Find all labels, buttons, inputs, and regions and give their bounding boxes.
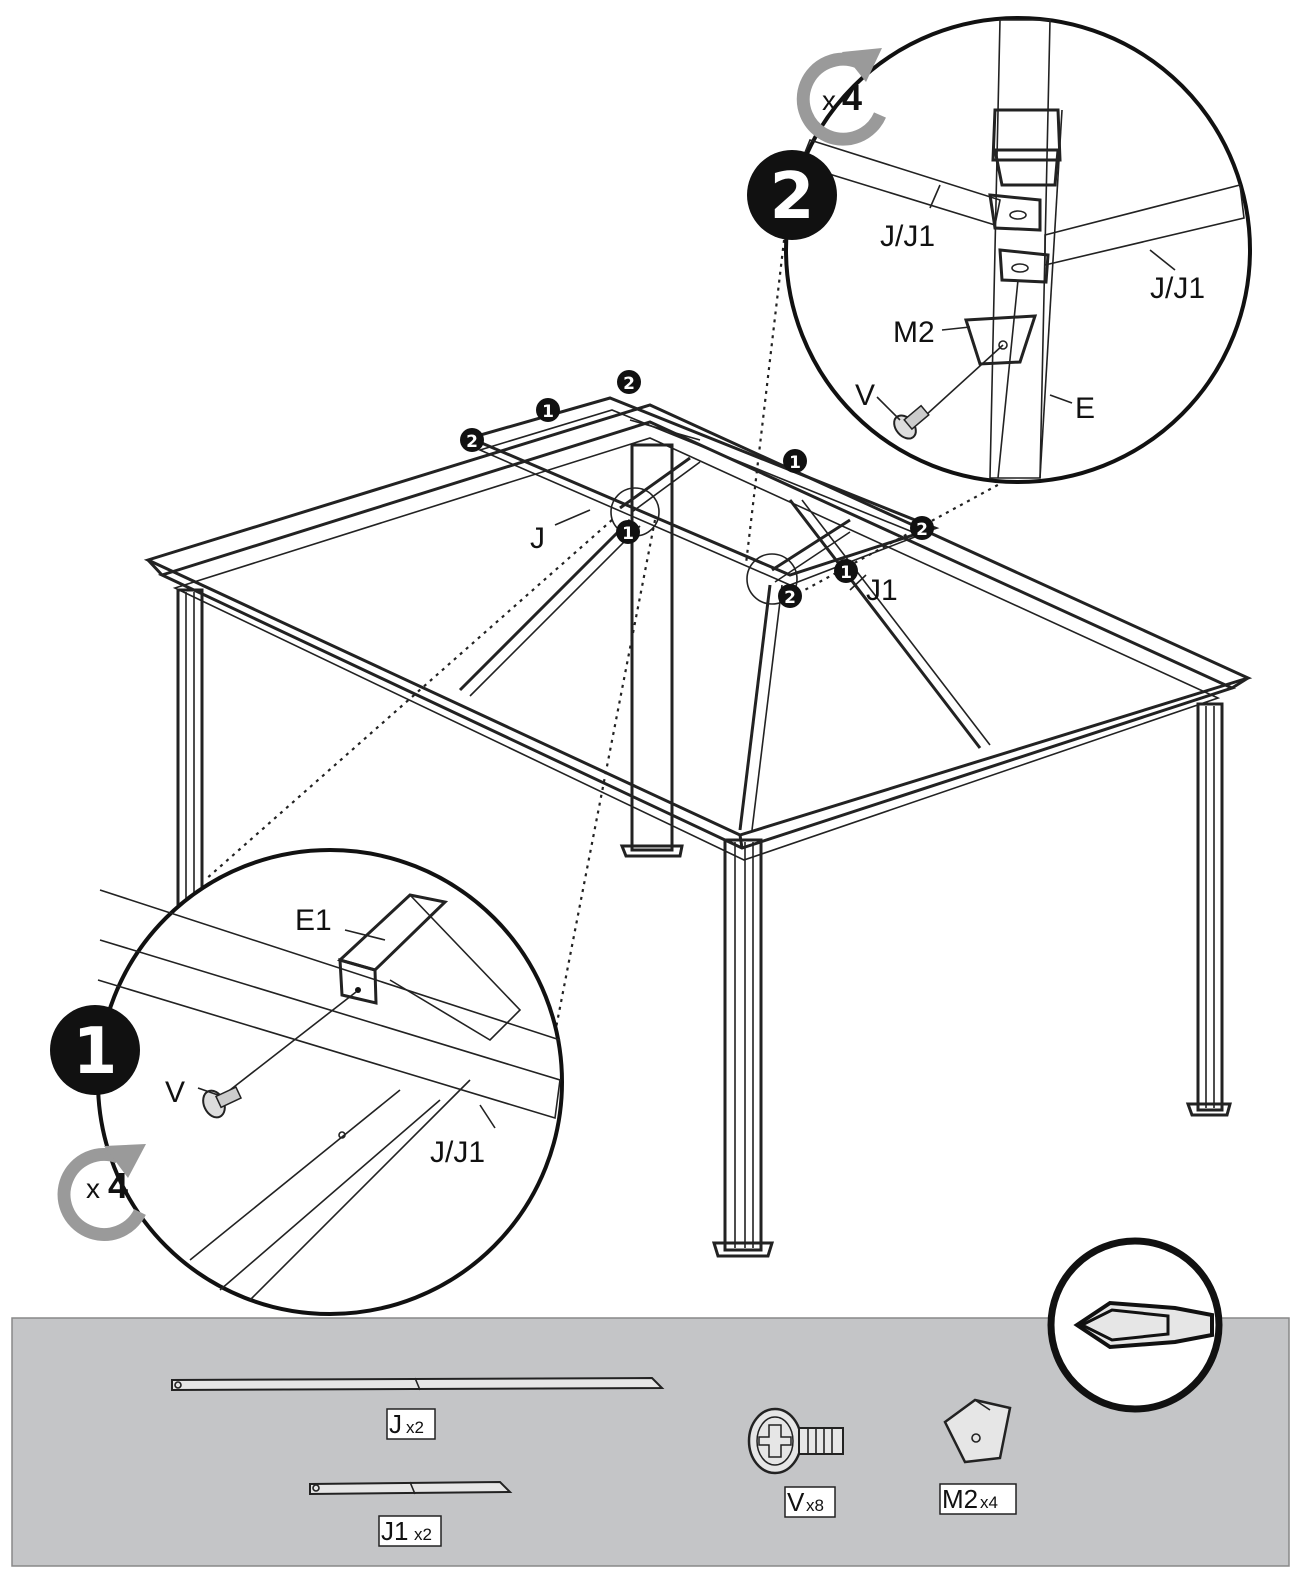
label-jj1-right: J/J1 [1150, 272, 1205, 305]
rotate-arrow-icon [796, 48, 886, 146]
label-e: E [1075, 392, 1095, 425]
label-jj1-bottom: J/J1 [430, 1136, 485, 1169]
part-m2-name: M2 [942, 1484, 978, 1514]
repeat-count-bottom: 4 [108, 1165, 128, 1206]
step-1-badge [50, 1005, 140, 1095]
callout-2: 2 [784, 588, 796, 608]
leader-line [744, 231, 787, 565]
leader-line [204, 519, 613, 881]
repeat-prefix-top: x [822, 85, 836, 116]
label-v-top: V [855, 379, 875, 412]
gazebo-frame: 2 1 2 1 2 1 1 2 J J1 [143, 231, 1253, 1258]
label-j: J [530, 522, 545, 555]
repeat-prefix-bottom: x [86, 1173, 100, 1204]
detail-marker-right [746, 553, 798, 605]
rotate-arrow-icon [57, 1144, 146, 1241]
step-1-number: 1 [73, 1015, 118, 1089]
part-j1-name: J1 [381, 1516, 408, 1546]
bracket-icon [943, 1398, 1012, 1464]
part-j-qty: x2 [406, 1418, 424, 1437]
label-j1: J1 [866, 574, 898, 607]
step-2-badge [747, 150, 837, 240]
part-v-label-box [784, 1486, 836, 1518]
part-m2-qty: x4 [980, 1493, 998, 1512]
part-j-bar [171, 1376, 665, 1392]
callout-1: 1 [622, 524, 634, 544]
callout-2: 2 [623, 374, 635, 394]
detail-step-1: E1 V J/J1 [96, 848, 564, 1316]
gazebo-posts [176, 443, 1232, 1258]
part-j1-qty: x2 [414, 1525, 432, 1544]
part-m2-label-box [939, 1483, 1017, 1515]
part-j-label-box [386, 1408, 436, 1440]
part-j1-bar [309, 1480, 513, 1496]
roof-frame [458, 396, 991, 831]
part-v-name: V [787, 1487, 805, 1517]
callout-1: 1 [789, 453, 801, 473]
label-m2: M2 [893, 316, 935, 349]
step-2-number: 2 [770, 160, 815, 234]
label-e1: E1 [295, 904, 332, 937]
callout-1: 1 [840, 563, 852, 583]
callout-2: 2 [466, 432, 478, 452]
repeat-count-top: 4 [842, 77, 862, 118]
frame-callouts: 2 1 2 1 2 1 1 2 [460, 370, 934, 608]
part-j-name: J [389, 1409, 402, 1439]
gazebo-eaves [143, 403, 1253, 861]
label-v-bottom: V [165, 1076, 185, 1109]
screw-icon [747, 1407, 844, 1475]
label-jj1-left: J/J1 [880, 220, 935, 253]
detail-step-2: J/J1 J/J1 M2 V E [784, 16, 1252, 484]
callout-1: 1 [542, 402, 554, 422]
screwdriver-icon [1047, 1237, 1223, 1413]
part-v-qty: x8 [806, 1496, 824, 1515]
part-j1-label-box [378, 1515, 442, 1547]
callout-2: 2 [916, 520, 928, 540]
